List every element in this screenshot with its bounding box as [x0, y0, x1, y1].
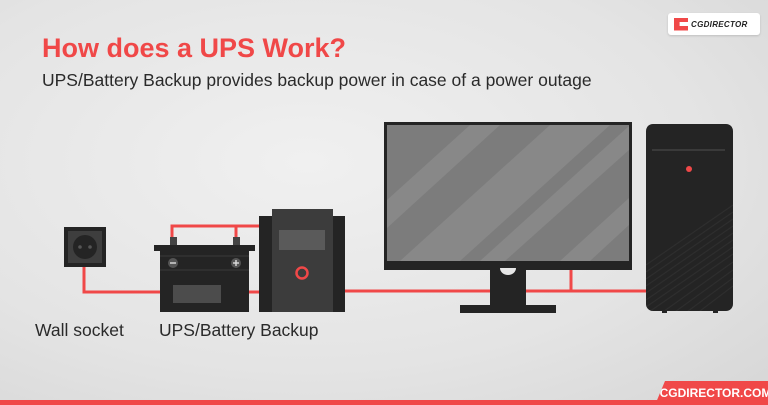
page-subtitle: UPS/Battery Backup provides backup power… [42, 70, 592, 90]
pc-tower-icon [646, 124, 733, 313]
cgdirector-logo-icon [674, 17, 688, 31]
footer-url-badge: CGDIRECTOR.COM [655, 381, 768, 405]
wall-socket-icon [64, 227, 106, 267]
bottom-accent-bar [0, 400, 768, 405]
page-title: How does a UPS Work? [42, 33, 347, 63]
cable-socket-to-battery [82, 266, 162, 294]
ups-label: UPS/Battery Backup [159, 320, 319, 340]
monitor-icon [384, 122, 632, 313]
ups-unit-icon [259, 209, 345, 312]
power-led-icon [686, 166, 692, 172]
battery-icon [154, 237, 255, 312]
wall-socket-label: Wall socket [35, 320, 124, 340]
cable-battery-terminals-to-ups [170, 224, 262, 238]
power-button-icon [295, 266, 309, 280]
cgdirector-logo: CGDIRECTOR [668, 13, 760, 35]
logo-text: CGDIRECTOR [691, 19, 748, 29]
